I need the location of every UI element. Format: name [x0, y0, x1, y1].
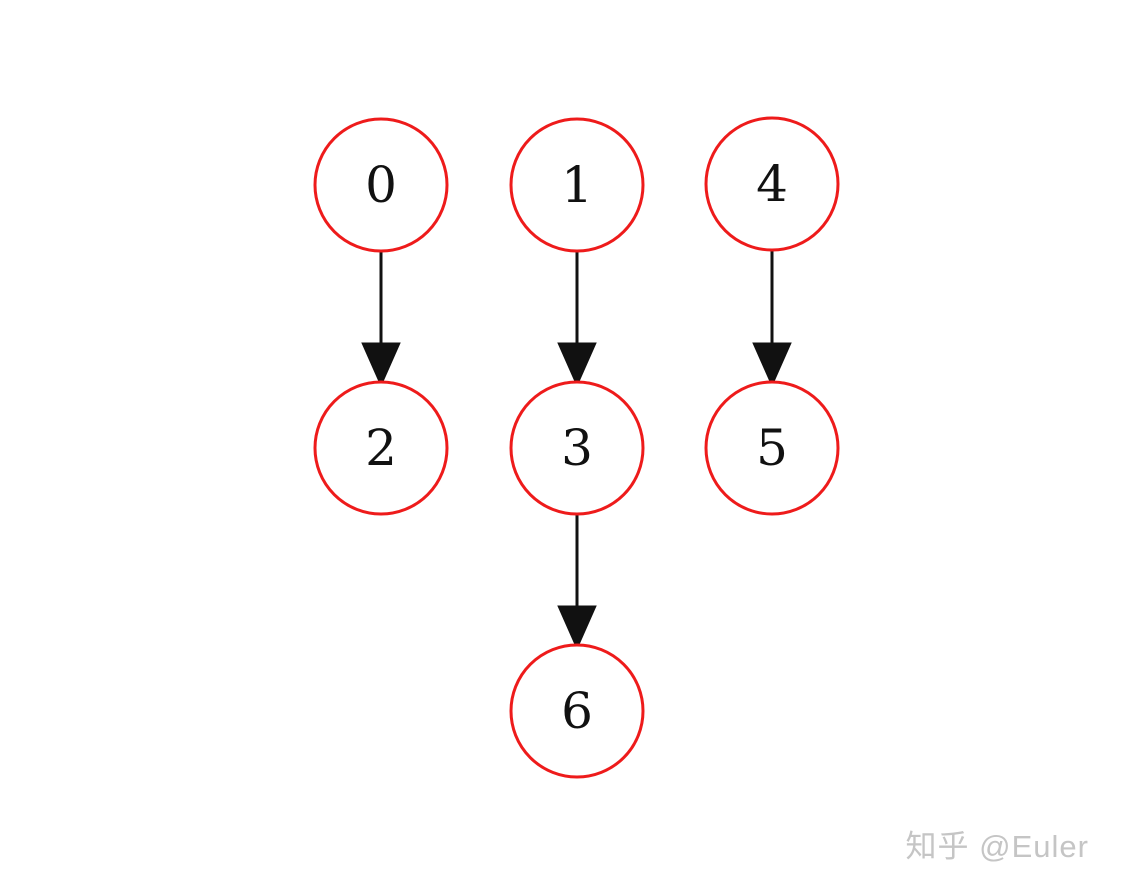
node-circle-1: [509, 117, 645, 253]
node-label-3: 3: [561, 419, 593, 477]
node-circle-3: [509, 380, 645, 516]
node-label-0: 0: [365, 156, 397, 214]
graph-node-1: 1: [509, 117, 645, 253]
node-label-4: 4: [756, 155, 788, 213]
node-circle-2: [313, 380, 449, 516]
arrowhead-icon: [752, 342, 792, 388]
watermark: 知乎 @Euler: [905, 829, 1089, 864]
graph-node-4: 4: [704, 116, 840, 252]
node-circle-0: [313, 117, 449, 253]
graph-node-3: 3: [509, 380, 645, 516]
arrowhead-icon: [557, 342, 597, 388]
graph-node-5: 5: [704, 380, 840, 516]
node-label-1: 1: [561, 156, 593, 214]
node-label-6: 6: [561, 682, 593, 740]
node-circle-5: [704, 380, 840, 516]
node-label-5: 5: [756, 419, 788, 477]
graph-node-2: 2: [313, 380, 449, 516]
node-circle-4: [704, 116, 840, 252]
graph-node-6: 6: [509, 643, 645, 779]
arrowhead-icon: [361, 342, 401, 388]
arrowhead-icon: [557, 605, 597, 651]
node-label-2: 2: [365, 419, 397, 477]
node-circle-6: [509, 643, 645, 779]
graph-node-0: 0: [313, 117, 449, 253]
